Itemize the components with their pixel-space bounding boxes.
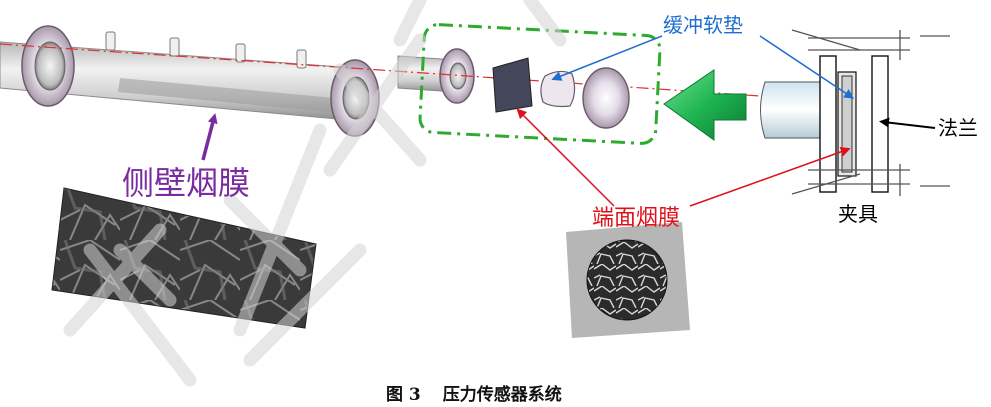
cushion-label: 缓冲软垫 [663,13,743,37]
side-film-arrow [201,113,218,161]
side-film-label: 侧壁烟膜 [122,164,251,202]
figure-caption: 图 3 压力传感器系统 [386,380,562,405]
end-film-arrow-to-plate [516,108,615,207]
end-film-label: 端面烟膜 [592,206,681,231]
end-film-arrow-to-fixture [689,146,851,207]
shock-tube-pipe [0,25,380,137]
left-flange [21,25,75,107]
flange-arrow [879,117,936,129]
cushion-arrow-right [759,35,855,99]
cushion-pad [540,70,576,108]
figure-title: 压力传感器系统 [442,385,562,405]
flange-label: 法兰 [938,116,978,140]
end-disc-flange [582,67,630,129]
pipe-ports [105,31,307,69]
cushion-arrow-left [551,35,663,81]
end-face-smoke-film-image [566,222,690,338]
green-direction-arrow [663,69,747,141]
fixture-label: 夹具 [838,202,878,226]
figure-number: 图 3 [386,385,421,405]
side-wall-smoke-film-image [51,187,317,329]
middle-flange [330,59,380,137]
end-film-plate [492,57,533,113]
